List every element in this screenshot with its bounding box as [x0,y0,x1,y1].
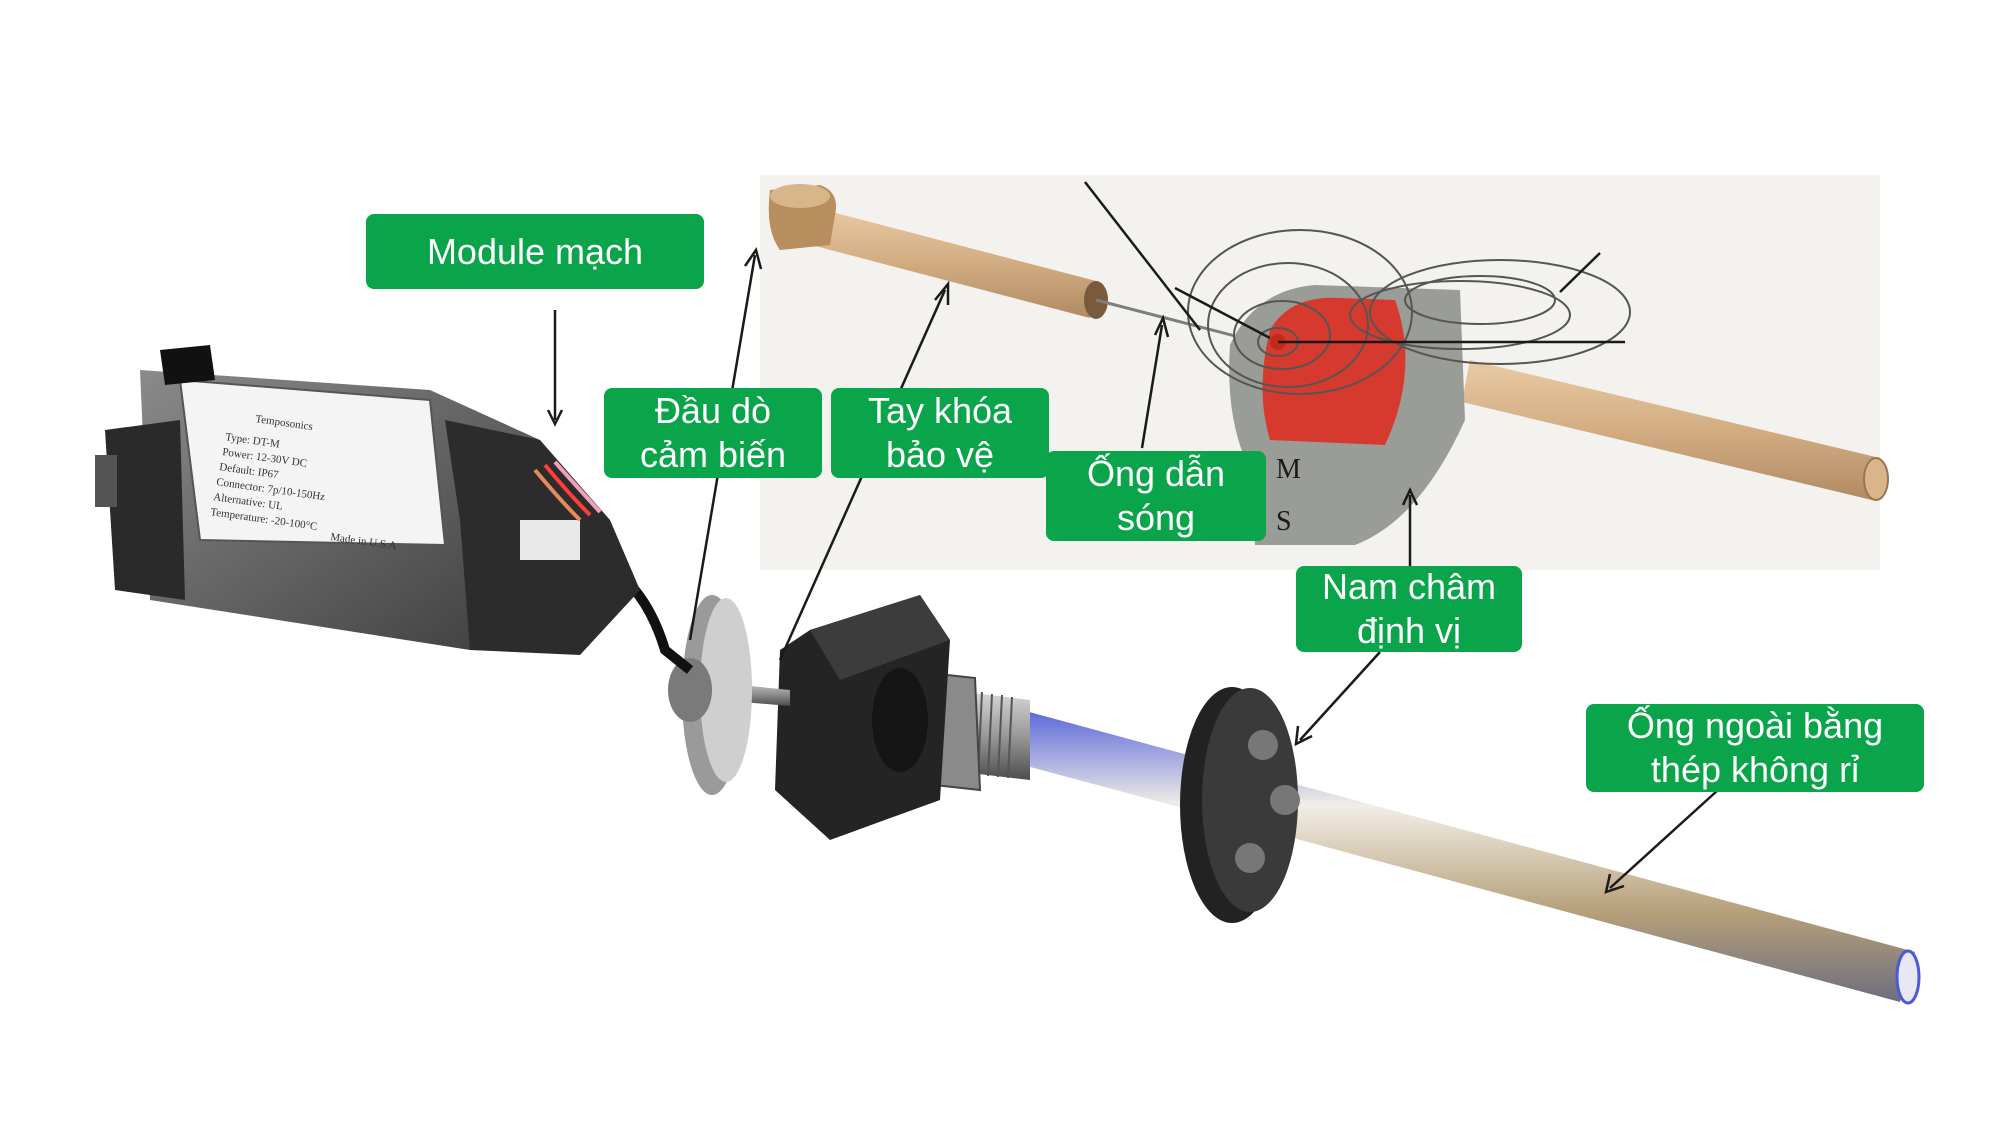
housing-end-cap [105,420,185,600]
lock-block-top [810,595,950,680]
label-positioning-magnet: Nam châm định vị [1296,566,1522,652]
arrowhead-waveguide [1153,314,1170,338]
arrowhead-lock [934,280,950,305]
connector-stub [95,455,117,507]
waveguide-detail: M S [760,175,1889,570]
label-waveguide: Ống dẫn sóng [1046,451,1266,541]
arrowhead-module [546,409,564,427]
magnet-hole-1 [1248,730,1278,760]
circuit-connector [520,520,580,560]
arrow-magnet-down [1299,651,1381,741]
arrowhead-probe [743,247,763,270]
arrow-waveguide [1140,324,1164,449]
sensor-assembly: Temposonics Type: DT-M Power: 12-30V DC … [95,345,1921,1005]
arrowhead-magnet-up [1401,487,1419,506]
circuit-wires [533,460,602,522]
waveguide-rod-right [1462,360,1880,500]
magnet-hole-3 [1235,843,1265,873]
magnet-hole-2 [1270,785,1300,815]
lock-block-hole [872,668,928,772]
probe-flange-face [700,598,752,782]
probe-hub [668,658,712,722]
protective-lock-block [775,595,950,840]
rod-right-end [1863,457,1889,501]
arrow-steel [1609,789,1719,889]
arrowhead-steel [1604,873,1625,894]
magnet-letter-m: M [1276,454,1301,485]
arrowhead-magnet-down [1294,725,1313,747]
nameplate [178,378,447,547]
label-sensor-probe: Đầu dò cảm biến [604,388,822,478]
magnet-letter-s: S [1276,506,1292,537]
magnet-red-face [1262,297,1406,445]
housing-tab [160,345,215,385]
end-cap-top [770,184,830,208]
label-protective-lock: Tay khóa bảo vệ [831,388,1049,478]
tube-end [1895,949,1921,1005]
label-steel-tube: Ống ngoài bằng thép không rỉ [1586,704,1924,792]
detail-pointer-lines [1084,181,1625,344]
waveguide-rod-left [800,205,1100,318]
magnetic-field-lines [1187,229,1631,395]
label-circuit-module: Module mạch [366,214,704,289]
